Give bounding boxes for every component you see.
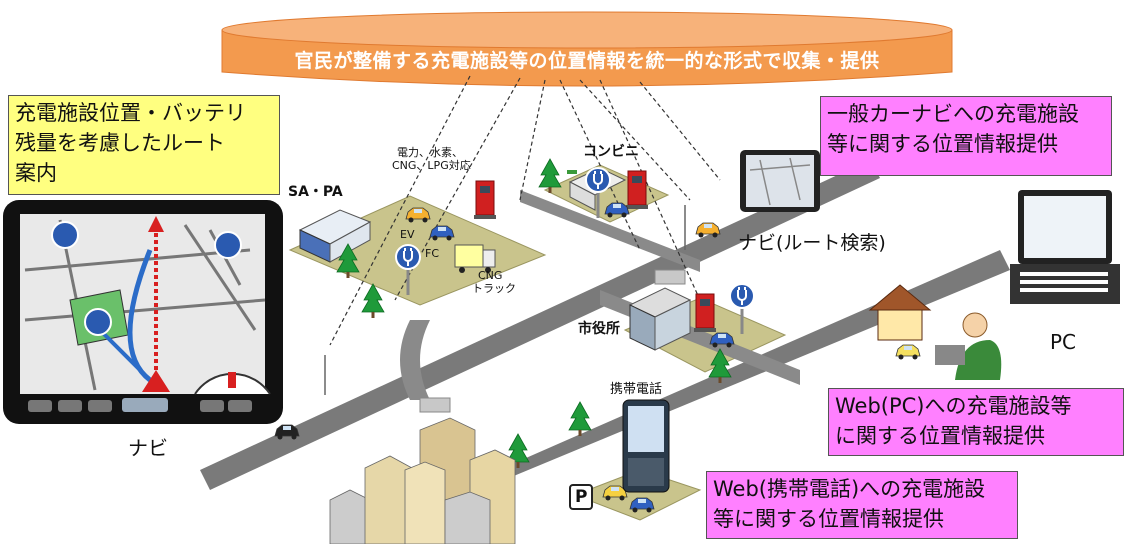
pc-label: PC: [1050, 330, 1077, 354]
navi-route-search-label: ナビ(ルート検索): [738, 232, 886, 254]
city-hall-label: 市役所: [578, 321, 620, 337]
navi-label: ナビ: [128, 436, 168, 460]
convenience-store-label: コンビニ: [583, 144, 639, 160]
cng-label: CNG: [478, 269, 503, 282]
parking-sign: P: [575, 487, 588, 507]
web-pc-callout: Web(PC)への充電施設等 に関する位置情報提供: [828, 388, 1124, 456]
callout-line: 一般カーナビへの充電施設: [827, 102, 1079, 126]
callout-line: 等に関する位置情報提供: [827, 132, 1058, 156]
navi-device: [3, 200, 283, 424]
car-navi-device: [740, 150, 820, 212]
callout-line: に関する位置情報提供: [835, 424, 1045, 448]
sa-pa-label: SA・PA: [288, 184, 343, 200]
mobile-phone-device: [622, 399, 670, 493]
truck-label: トラック: [472, 282, 516, 295]
web-mobile-callout: Web(携帯電話)への充電施設 等に関する位置情報提供: [706, 471, 1018, 539]
callout-line: 等に関する位置情報提供: [713, 507, 944, 531]
mobile-phone-label: 携帯電話: [610, 382, 663, 397]
route-guidance-callout: 充電施設位置・バッテリ 残量を考慮したルート 案内: [8, 95, 280, 195]
pc-device: [1010, 190, 1120, 304]
fuel-types-label-1: 電力、水素、: [397, 146, 463, 159]
fc-label: FC: [425, 247, 440, 260]
car-navi-callout: 一般カーナビへの充電施設 等に関する位置情報提供: [820, 96, 1112, 176]
callout-line: 案内: [15, 161, 57, 185]
cng-truck: [454, 244, 496, 273]
parking-area: [569, 484, 593, 510]
city-hall-building: [628, 287, 692, 351]
fuel-types-label-2: CNG、LPG対応: [392, 159, 471, 172]
ev-label: EV: [400, 228, 415, 241]
callout-line: 充電施設位置・バッテリ: [15, 101, 246, 125]
sa-pa-building: [298, 209, 372, 263]
city-buildings: [329, 417, 516, 544]
banner-shape: [221, 11, 953, 87]
banner-title: 官民が整備する充電施設等の位置情報を統一的な形式で収集・提供: [294, 50, 880, 72]
callout-line: Web(携帯電話)への充電施設: [713, 477, 986, 501]
house-with-user: [868, 284, 1002, 380]
callout-line: Web(PC)への充電施設等: [835, 394, 1072, 418]
callout-line: 残量を考慮したルート: [15, 131, 225, 155]
